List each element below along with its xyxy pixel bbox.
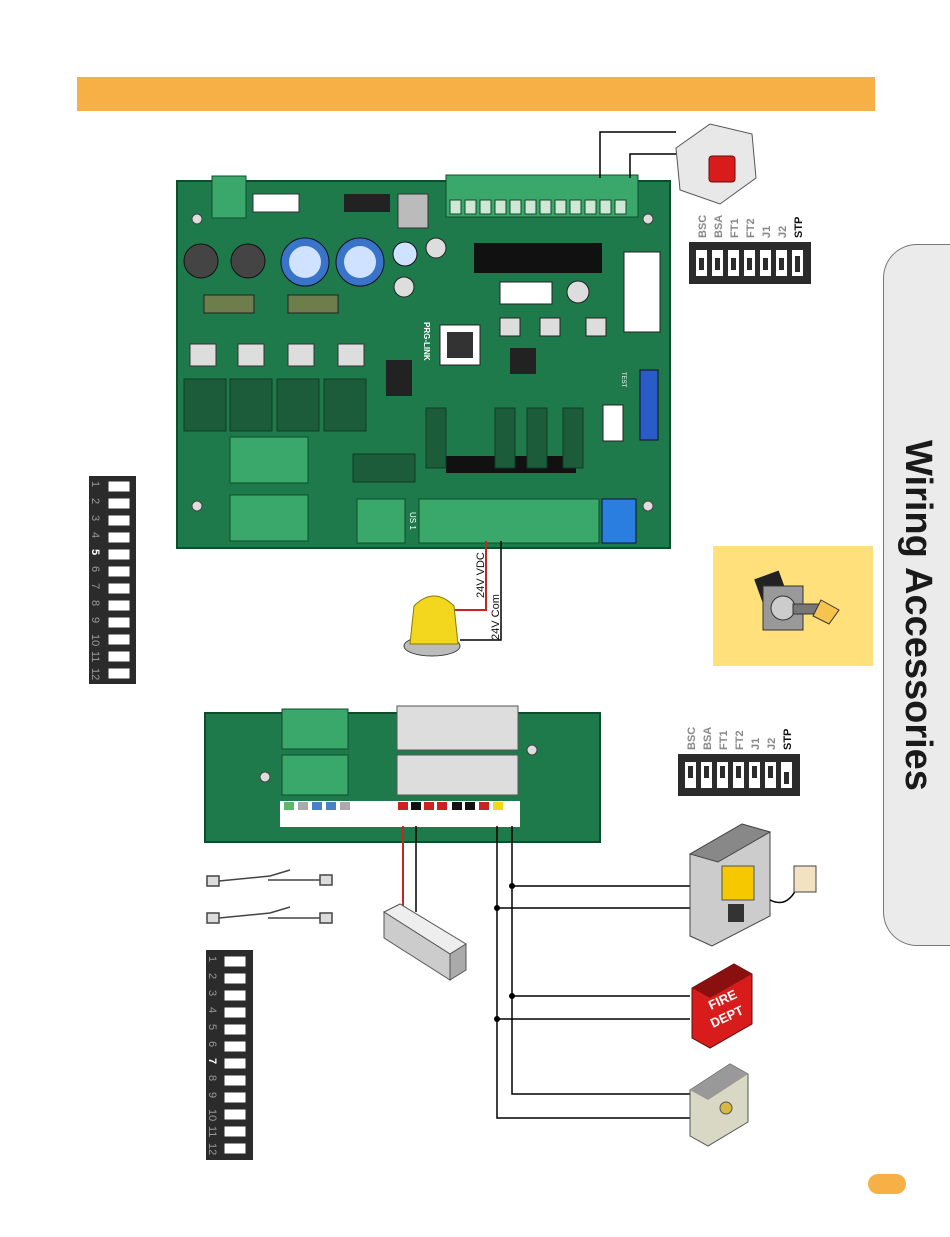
dip-tr-label-2: BSA	[713, 215, 725, 238]
wire-label-24v-com: 24V Com	[490, 594, 502, 640]
dip-lt-num-4: 4	[89, 532, 101, 538]
test-label: TEST	[620, 372, 626, 388]
dip-top-right-labels: BSC BSA FT1 FT2 J1 J2 STP	[697, 215, 805, 238]
dip-lt-num-9: 9	[89, 617, 101, 623]
key-switch-box-icon	[690, 1064, 748, 1146]
dip-tr-label-4: FT2	[745, 218, 757, 238]
dip-lt-num-2: 2	[89, 498, 101, 504]
fire-dept-box-icon: FIRE DEPT	[692, 964, 752, 1048]
dip-lb-num-4: 4	[206, 1007, 218, 1013]
dip-lt-num-11: 11	[89, 651, 101, 662]
dip-switch-top-right	[689, 242, 811, 284]
magnetic-lock-icon	[384, 904, 466, 980]
dip-lb-num-2: 2	[206, 973, 218, 979]
dip-mid-right-labels: BSC BSA FT1 FT2 J1 J2 STP	[686, 727, 794, 750]
dip-tr-label-5: J1	[761, 226, 773, 238]
warning-beacon-icon	[404, 596, 460, 656]
dip-mr-label-2: BSA	[702, 727, 714, 750]
dip-lt-num-5: 5	[89, 549, 101, 555]
dip-lt-num-10: 10	[89, 634, 101, 646]
phone-jack-icon	[794, 866, 816, 892]
dip-lb-num-11: 11	[206, 1126, 218, 1137]
dip-lt-num-7: 7	[89, 583, 101, 589]
dip-mr-label-7: STP	[782, 729, 794, 750]
dip-lb-num-7: 7	[206, 1058, 218, 1064]
us1-label: US 1	[408, 512, 417, 530]
lower-board	[205, 706, 600, 842]
dip-mr-label-1: BSC	[686, 727, 698, 750]
dip-lb-num-1: 1	[206, 956, 218, 962]
dip-lb-num-12: 12	[206, 1143, 218, 1155]
dip-tr-label-3: FT1	[729, 218, 741, 238]
dip-lb-num-8: 8	[206, 1075, 218, 1081]
dip-lb-num-6: 6	[206, 1041, 218, 1047]
dip-tr-label-1: BSC	[697, 215, 709, 238]
dip-lb-num-5: 5	[206, 1024, 218, 1030]
keypad-icon	[690, 824, 770, 946]
dip-lt-num-8: 8	[89, 600, 101, 606]
dip-lb-num-9: 9	[206, 1092, 218, 1098]
dip-mr-label-6: J2	[766, 738, 778, 750]
dip-lb-num-10: 10	[206, 1109, 218, 1121]
dip-lt-num-6: 6	[89, 566, 101, 572]
push-button	[676, 124, 756, 204]
dip-lb-num-3: 3	[206, 990, 218, 996]
dip-mr-label-4: FT2	[734, 730, 746, 750]
dip-lt-num-3: 3	[89, 515, 101, 521]
dip-tr-label-7: STP	[793, 217, 805, 238]
dip-lt-num-12: 12	[89, 668, 101, 680]
dip-mr-label-3: FT1	[718, 730, 730, 750]
dip-mr-label-5: J1	[750, 738, 762, 750]
limit-switch-icons	[207, 870, 332, 923]
dip-switch-mid-right	[678, 754, 800, 796]
prg-link-label: PRG-LINK	[422, 322, 431, 361]
control-board: PRG-LINK TEST US 1	[177, 175, 670, 548]
dip-lt-num-1: 1	[89, 481, 101, 487]
dip-tr-label-6: J2	[777, 226, 789, 238]
wire-label-24v-vdc: 24V VDC	[475, 552, 487, 598]
